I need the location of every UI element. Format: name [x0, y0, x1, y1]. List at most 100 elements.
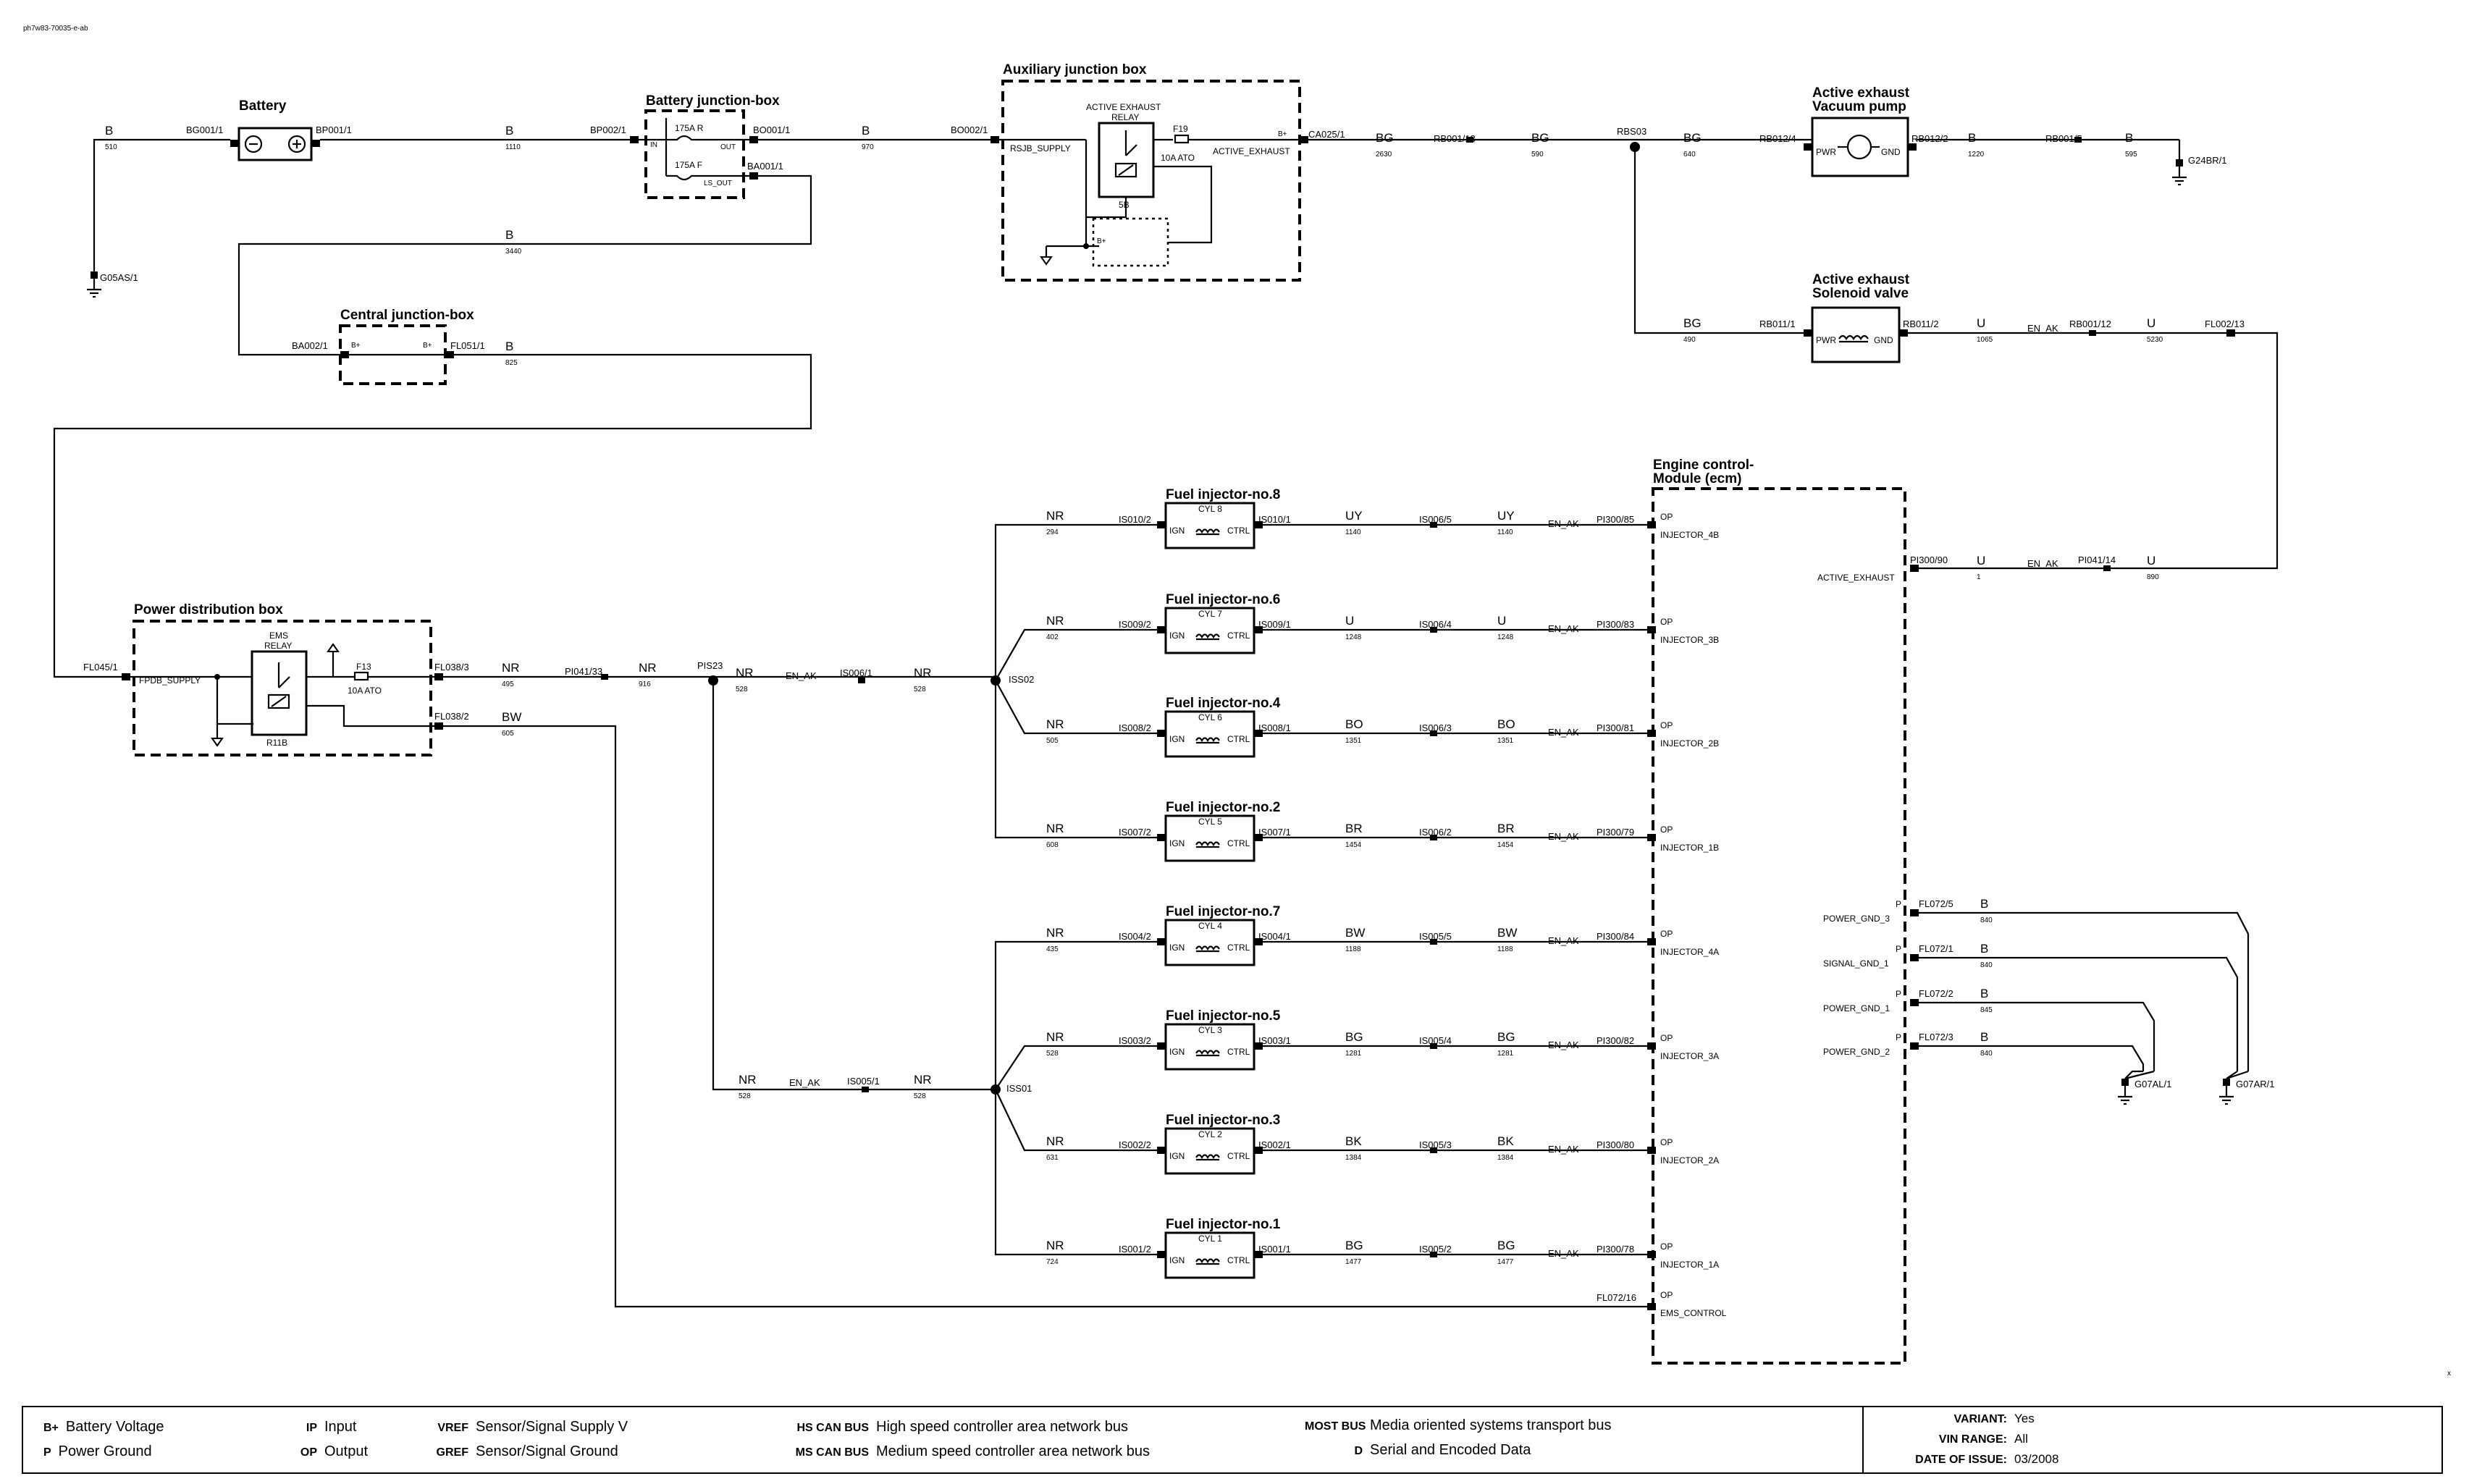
ecm-pin: OP	[1660, 720, 1673, 730]
conn-label: FL002/13	[2205, 319, 2245, 329]
wire-num: 916	[639, 680, 651, 688]
ecm-pin: INJECTOR_4B	[1660, 530, 1719, 540]
legend-key: MS CAN BUS	[795, 1446, 869, 1459]
legend-value: High speed controller area network bus	[876, 1419, 1128, 1435]
wire-color: BG	[1531, 131, 1549, 145]
fuse-label: F19	[1173, 124, 1188, 134]
wire-color: BW	[502, 710, 521, 724]
legend-key: D	[1354, 1445, 1363, 1457]
cylinder-label: CYL 7	[1198, 609, 1222, 619]
conn-label: FL038/3	[434, 662, 469, 673]
fuse-label: 175A R	[675, 123, 704, 133]
wire-color: BK	[1345, 1134, 1362, 1148]
ecm-pin: P	[1896, 1032, 1901, 1042]
wire-num: 402	[1046, 633, 1059, 641]
ecm-pin: OP	[1660, 929, 1673, 939]
solenoid-title: Active exhaust	[1812, 272, 1910, 287]
wire-color: U	[1345, 614, 1354, 628]
ecm-pin: OP	[1660, 1033, 1673, 1043]
wire-num: 528	[914, 1092, 926, 1100]
conn-label: IS007/1	[1258, 827, 1291, 838]
legend-key: OP	[300, 1446, 317, 1459]
wire-color: UY	[1345, 509, 1363, 523]
pin-label: B+	[423, 342, 432, 350]
pdb-title: Power distribution box	[134, 602, 283, 617]
wire-harness: EN_AK	[1548, 935, 1579, 946]
wire-num: 1140	[1497, 528, 1513, 536]
conn-label: PI300/84	[1597, 931, 1634, 942]
meta-item: DATE OF ISSUE:03/2008	[1877, 1452, 2058, 1467]
wire-num: 1477	[1345, 1258, 1362, 1266]
wire-color: B	[2125, 131, 2133, 145]
legend-value: Serial and Encoded Data	[1370, 1442, 1531, 1458]
conn-label: IS004/2	[1119, 931, 1151, 942]
wire-num: 1477	[1497, 1258, 1514, 1266]
legend-value: Sensor/Signal Supply V	[476, 1419, 628, 1435]
pin-label: IGN	[1169, 1151, 1185, 1161]
conn-label: PI300/85	[1597, 514, 1634, 525]
battery-junction-box: Battery junction-box 175A R 175A F IN OU…	[630, 93, 780, 199]
wire-color: BG	[1683, 316, 1702, 330]
wire-harness: EN_AK	[1548, 518, 1579, 529]
wire-num: 1110	[505, 143, 521, 151]
wire-harness: EN_AK	[1548, 727, 1579, 738]
conn-label: IS005/5	[1419, 931, 1452, 942]
conn-label: IS009/1	[1258, 619, 1291, 630]
legend-item: MS CAN BUS Medium speed controller area n…	[789, 1443, 1150, 1460]
wire-num: 590	[1531, 151, 1544, 159]
ground-label: G07AR/1	[2236, 1079, 2274, 1089]
engine-control-module: Engine control- Module (ecm)	[1652, 458, 1906, 1365]
ecm-pin: INJECTOR_2B	[1660, 738, 1719, 749]
wire-color: NR	[1046, 1030, 1064, 1044]
conn-label: IS005/1	[847, 1076, 880, 1087]
wire-color: BR	[1497, 822, 1515, 835]
wire-num: 1188	[1497, 945, 1513, 953]
wire-num: 845	[1980, 1006, 1993, 1014]
central-jb-title: Central junction-box	[340, 308, 474, 323]
auxiliary-junction-box: Auxiliary junction box RSJB_SUPPLY ACTIV…	[990, 62, 1308, 282]
ground-label: G07AL/1	[2134, 1079, 2171, 1089]
legend-key: HS CAN BUS	[796, 1422, 869, 1434]
wire-harness: EN_AK	[789, 1077, 820, 1088]
ground-g07al: G07AL/1	[2118, 1070, 2171, 1105]
pump-title: Vacuum pump	[1812, 99, 1906, 114]
conn-label: BP002/1	[590, 125, 626, 135]
ecm-pin: INJECTOR_1B	[1660, 843, 1719, 853]
wire-num: 1140	[1345, 528, 1361, 536]
ecm-pin: ACTIVE_EXHAUST	[1817, 573, 1895, 583]
battery-jb-title: Battery junction-box	[646, 93, 780, 109]
injector-title: Fuel injector-no.2	[1166, 800, 1280, 815]
conn-label: FL072/5	[1919, 898, 1953, 909]
ecm-pin: OP	[1660, 825, 1673, 835]
pin-label: B+	[351, 342, 361, 350]
wire-color: NR	[1046, 509, 1064, 523]
conn-label: BO001/1	[753, 125, 790, 135]
wire-color: BW	[1497, 926, 1517, 940]
wire-harness: EN_AK	[1548, 1248, 1579, 1259]
conn-label: RB011/2	[1903, 319, 1939, 329]
conn-label: RB012/2	[1911, 133, 1948, 144]
wire-num: 528	[1046, 1050, 1059, 1058]
wire-color: B	[1968, 131, 1976, 145]
legend-key: GREF	[436, 1446, 468, 1459]
conn-label: IS007/2	[1119, 827, 1151, 838]
cylinder-label: CYL 8	[1198, 504, 1222, 514]
pin-label: CTRL	[1227, 838, 1250, 848]
legend-value: Medium speed controller area network bus	[876, 1443, 1150, 1459]
pin-label: RSJB_SUPPLY	[1010, 143, 1071, 153]
wire-num: 1281	[1497, 1050, 1514, 1058]
conn-label: FL072/16	[1597, 1292, 1636, 1303]
wire-color: NR	[914, 666, 932, 680]
wire-num: 1384	[1497, 1154, 1514, 1162]
wire-color: NR	[502, 661, 520, 675]
